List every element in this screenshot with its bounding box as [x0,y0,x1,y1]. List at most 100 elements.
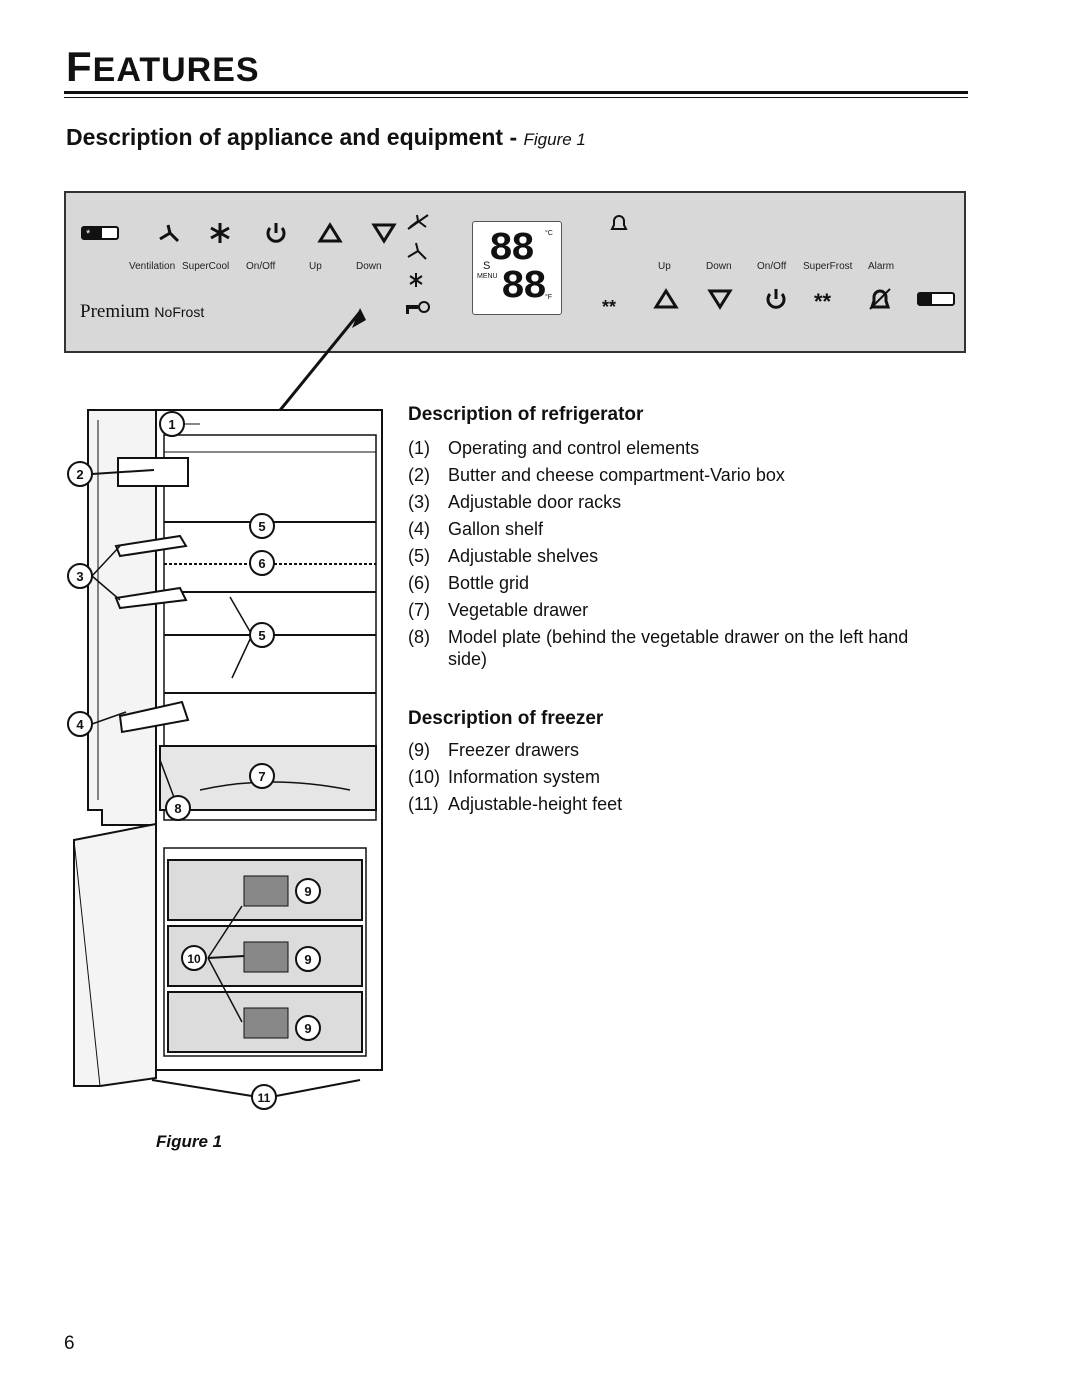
callout-9b-label: 9 [304,952,311,967]
svg-text:**: ** [602,297,616,317]
callout-7: 7 [249,763,275,789]
callout-5a-label: 5 [258,519,265,534]
label-down-right: Down [706,261,732,272]
item-text: Freezer drawers [448,740,580,760]
item-number: (7) [408,600,430,620]
power-icon [266,223,286,243]
callout-3-label: 3 [76,569,83,584]
callout-2: 2 [67,461,93,487]
callout-4-label: 4 [76,717,84,732]
supercool-indicator-icon: * [81,226,119,240]
item-number: (5) [408,546,430,566]
callout-6: 6 [249,550,275,576]
item-text: Bottle grid [448,573,530,593]
label-alarm: Alarm [868,261,895,272]
item-number: (2) [408,465,430,485]
callout-10: 10 [181,945,207,971]
item-number: (6) [408,573,430,593]
item-number: (8) [408,627,430,647]
callout-5b-label: 5 [258,628,265,643]
title-rule [64,91,968,94]
item-text: Operating and control elements [448,438,700,458]
svg-text:*: * [86,228,91,240]
list-item: (10)Information system [408,766,948,788]
section-figure-ref: Figure 1 [523,130,586,149]
label-on-off-right: On/Off [757,261,787,272]
brand-sub-label: NoFrost [154,304,205,320]
callout-4: 4 [67,711,93,737]
list-item: (4) Gallon shelf [408,518,948,540]
list-item: (3) Adjustable door racks [408,491,948,513]
list-item: (9) Freezer drawers [408,739,948,761]
down-triangle-icon [707,289,733,310]
up-triangle-icon [653,288,679,309]
section-heading: Description of appliance and equipment -… [66,124,586,150]
alarm-bell-icon [610,215,628,230]
callout-9a-label: 9 [304,884,311,899]
status-icons-column [406,214,430,314]
callout-1-label: 1 [168,417,175,432]
left-control-icons: * [81,222,397,244]
up-triangle-icon [317,222,343,243]
item-text: Model plate (behind the vegetable drawer… [448,627,909,669]
brand-label: Premium NoFrost [80,301,205,322]
item-number: (4) [408,519,430,539]
callout-2-label: 2 [76,467,83,482]
callout-1: 1 [159,411,185,437]
ventilation-status-icon [407,242,427,260]
item-text: Gallon shelf [448,519,544,539]
display-digits-top: 88 [489,227,535,272]
display-fahrenheit-unit: °F [545,294,553,301]
power-icon [766,289,786,309]
callout-10-label: 10 [187,952,201,966]
label-superfrost: SuperFrost [803,261,853,272]
item-text: Adjustable door racks [448,492,622,512]
label-down-left: Down [356,261,382,272]
callout-9c-label: 9 [304,1021,311,1036]
ventilation-icon [159,224,180,243]
item-number: (3) [408,492,430,512]
snowflake-icon [210,223,230,243]
label-up-right: Up [658,261,671,272]
label-ventilation: Ventilation [129,261,176,272]
callout-7-label: 7 [258,769,265,784]
display-s-label: S [483,260,491,272]
callout-9c: 9 [295,1015,321,1041]
display-menu-label: MENU [477,273,498,280]
item-number: (1) [408,438,430,458]
appliance-diagram: 1 2 3 4 5 6 5 7 8 9 10 9 9 11 [67,308,383,1110]
item-text: Adjustable shelves [448,546,599,566]
freezer-list: (9) Freezer drawers (10)Information syste… [408,739,948,815]
right-control-icons: ** ** [602,215,955,317]
list-item: (2) Butter and cheese compartment-Vario b… [408,464,948,486]
page-title: FEATURES [66,43,260,90]
display-digits-bottom: 88 [501,265,547,310]
item-number: (9) [408,740,430,760]
list-item: (7)Vegetable drawer [408,599,948,621]
snowflake-status-icon [409,273,423,287]
freezer-indicator-icon [917,292,955,306]
callout-8: 8 [165,795,191,821]
item-number: (10) [408,767,441,787]
item-text: Butter and cheese compartment-Vario box [448,465,785,485]
refrigerator-heading: Description of refrigerator [408,404,644,425]
page-number: 6 [64,1333,75,1354]
ventilation-off-icon [407,214,429,230]
display-celsius-unit: °C [545,230,553,237]
label-up-left: Up [309,261,322,272]
figure-caption: Figure 1 [156,1132,223,1151]
svg-text:**: ** [814,289,832,314]
alarm-off-icon [869,288,891,310]
list-item: (6) Bottle grid [408,572,948,594]
label-supercool: SuperCool [182,261,230,272]
item-text: Adjustable-height feet [448,794,623,814]
refrigerator-list: (1) Operating and control elements (2) But… [408,437,948,670]
label-on-off-left: On/Off [246,261,276,272]
callout-5a: 5 [249,513,275,539]
item-number: (11) [408,794,439,814]
callout-3: 3 [67,563,93,589]
temperature-display: 88 88 °C °F S MENU [472,221,562,315]
list-item: (1) Operating and control elements [408,437,948,459]
list-item: (8) Model plate (behind the vegetable dra… [408,626,948,670]
callout-9a: 9 [295,878,321,904]
